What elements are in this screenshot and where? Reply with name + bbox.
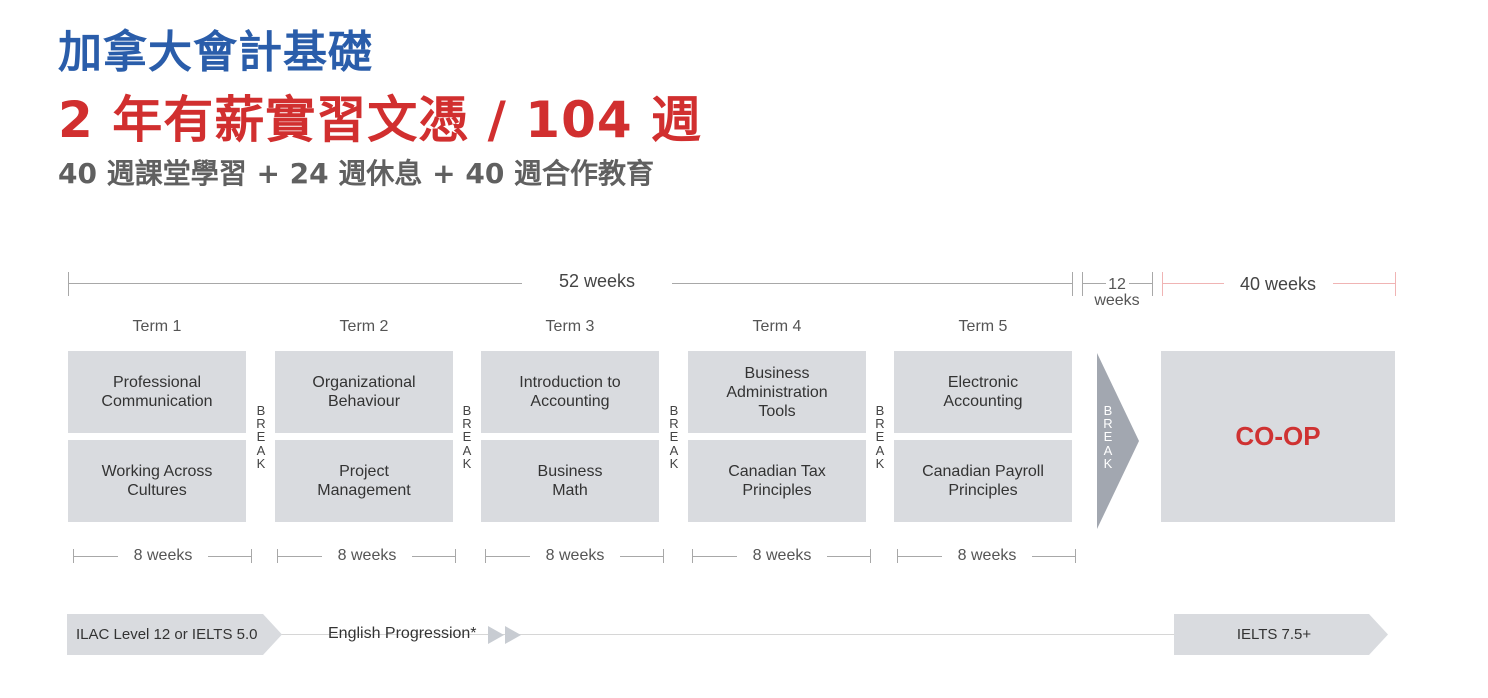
term-3-label: Term 3 (545, 318, 595, 335)
course-box: Working Across Cultures (68, 440, 246, 522)
break-label: B R E A K (669, 403, 679, 471)
term-1-label: Term 1 (132, 318, 182, 335)
term-duration-label: 8 weeks (957, 547, 1017, 564)
break-label: B R E A K (462, 403, 472, 471)
span-12-weeks-unit: weeks (1094, 292, 1140, 309)
break-label: B R E A K (256, 403, 266, 471)
english-progression-line (280, 634, 1180, 635)
english-exit-tag (1174, 614, 1388, 655)
program-description: 40 週課堂學習 + 24 週休息 + 40 週合作教育 (58, 157, 655, 190)
course-box: Canadian Payroll Principles (894, 440, 1072, 522)
term-duration-label: 8 weeks (545, 547, 605, 564)
coop-box: CO-OP (1161, 351, 1395, 522)
english-exit-label: IELTS 7.5+ (1236, 626, 1312, 643)
term-duration-label: 8 weeks (133, 547, 193, 564)
term-duration-label: 8 weeks (337, 547, 397, 564)
english-progression-label: English Progression* (328, 625, 477, 642)
term-4-label: Term 4 (752, 318, 802, 335)
term-duration-label: 8 weeks (752, 547, 812, 564)
break-label: B R E A K (875, 403, 885, 471)
course-box: Canadian Tax Principles (688, 440, 866, 522)
course-box: Organizational Behaviour (275, 351, 453, 433)
span-52-weeks-label: 52 weeks (558, 271, 636, 291)
course-box: Project Management (275, 440, 453, 522)
span-40-weeks-label: 40 weeks (1239, 274, 1317, 294)
course-box: Business Math (481, 440, 659, 522)
double-chevron-icon (488, 626, 521, 644)
course-box: Electronic Accounting (894, 351, 1072, 433)
english-entry-tag (67, 614, 282, 655)
span-12-weeks-num: 12 (1108, 276, 1126, 293)
break-arrow-label: B R E A K (1103, 403, 1113, 471)
break-arrow-icon (1097, 353, 1139, 529)
program-subtitle: 2 年有薪實習文憑 / 104 週 (58, 91, 703, 149)
page-title: 加拿大會計基礎 (58, 27, 373, 78)
term-5-label: Term 5 (958, 318, 1008, 335)
course-box: Professional Communication (68, 351, 246, 433)
course-box: Introduction to Accounting (481, 351, 659, 433)
term-2-label: Term 2 (339, 318, 389, 335)
course-box: Business Administration Tools (688, 351, 866, 433)
english-entry-label: ILAC Level 12 or IELTS 5.0 (76, 626, 258, 643)
